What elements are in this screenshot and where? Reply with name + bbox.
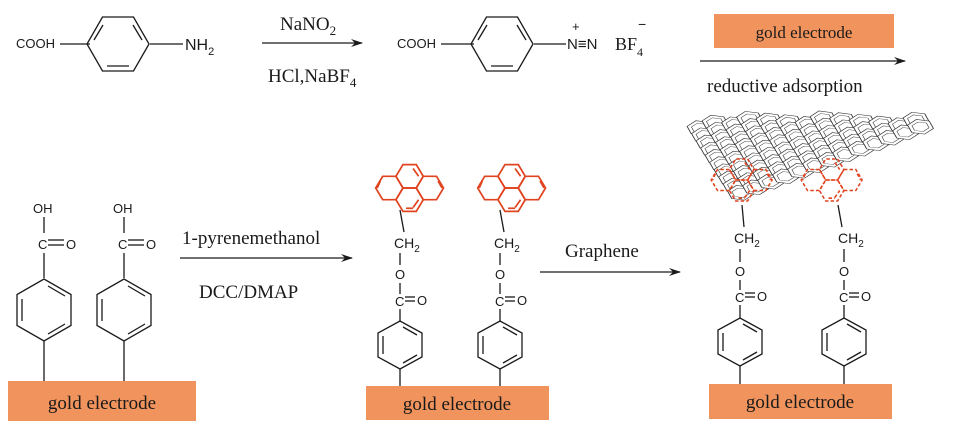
electrode-b-label: gold electrode (403, 394, 511, 415)
c-atom: C (118, 237, 127, 252)
electrode-b-rect (366, 386, 549, 420)
arrow-step2: reductive adsorption (700, 57, 906, 97)
ch2-label: CH2 (838, 230, 864, 250)
arrow-step1: NaNO2 HCl,NaBF4 (262, 14, 363, 90)
oh-label: OH (113, 201, 133, 216)
o-label: O (861, 289, 871, 304)
pyrene-ester-1: CH2 O C O (374, 163, 445, 386)
pyrene-ring (374, 163, 445, 213)
c-atom: C (395, 294, 404, 309)
electrode-a-rect (8, 381, 196, 421)
o-label: O (146, 237, 156, 252)
electrode-top: gold electrode (714, 14, 894, 48)
pyrene-ring (476, 163, 547, 213)
arrow-step4: Graphene (540, 241, 681, 276)
minus-charge: − (638, 16, 646, 32)
reagent-dcc-dmap: DCC/DMAP (199, 282, 298, 303)
electrode-top-rect (714, 14, 894, 48)
ch2-label: CH2 (494, 235, 520, 255)
electrode-c-label: gold electrode (746, 392, 854, 413)
c-atom: C (839, 290, 848, 305)
stage-carboxyphenyl: OH C O OH C O gold electrode (8, 201, 196, 421)
reagent-graphene: Graphene (565, 241, 639, 262)
c-atom: C (495, 294, 504, 309)
anchored-linker-1: CH2 O C O (717, 204, 767, 384)
cooh-label: COOH (397, 36, 436, 51)
carboxyphenyl-1: OH C O (16, 201, 76, 381)
aminobenzoic-acid: COOH NH2 (16, 16, 214, 72)
pyrene-ester-2: CH2 O C O (476, 163, 547, 386)
o-label: O (495, 267, 505, 282)
stage-pyrene-ester: CH2 O C O CH2 O C O go (366, 163, 549, 420)
stage-graphene: CH2 O C O CH2 O C O gold elec (684, 108, 936, 419)
electrode-top-label: gold electrode (756, 23, 853, 42)
arrow-step3: 1-pyrenemethanol DCC/DMAP (180, 228, 353, 303)
bf4-label: BF4 (615, 34, 643, 59)
o-label: O (839, 264, 849, 279)
amine-label: NH2 (185, 37, 214, 58)
o-label: O (66, 237, 76, 252)
reagent-reductive: reductive adsorption (707, 76, 863, 97)
o-label: O (395, 267, 405, 282)
c-atom: C (38, 237, 47, 252)
carboxyphenyl-2: OH C O (96, 201, 156, 381)
graphene-sheet (684, 108, 936, 203)
reagent-hcl-nabf4: HCl,NaBF4 (268, 66, 357, 90)
electrode-a-label: gold electrode (48, 393, 156, 414)
ch2-label: CH2 (734, 230, 760, 250)
cooh-label: COOH (16, 36, 55, 51)
plus-charge: + (572, 19, 580, 34)
reagent-pyrenemethanol: 1-pyrenemethanol (182, 228, 320, 249)
oh-label: OH (33, 201, 53, 216)
electrode-c-rect (709, 384, 892, 419)
o-label: O (757, 289, 767, 304)
reagent-nano2: NaNO2 (280, 14, 336, 38)
diazonium-salt: COOH + N≡N BF4 − (397, 16, 646, 72)
o-label: O (417, 293, 427, 308)
c-atom: C (735, 290, 744, 305)
anchored-linker-2: CH2 O C O (821, 204, 871, 384)
o-label: O (517, 293, 527, 308)
o-label: O (735, 264, 745, 279)
diazo-label: N≡N (567, 36, 597, 53)
ch2-label: CH2 (394, 235, 420, 255)
